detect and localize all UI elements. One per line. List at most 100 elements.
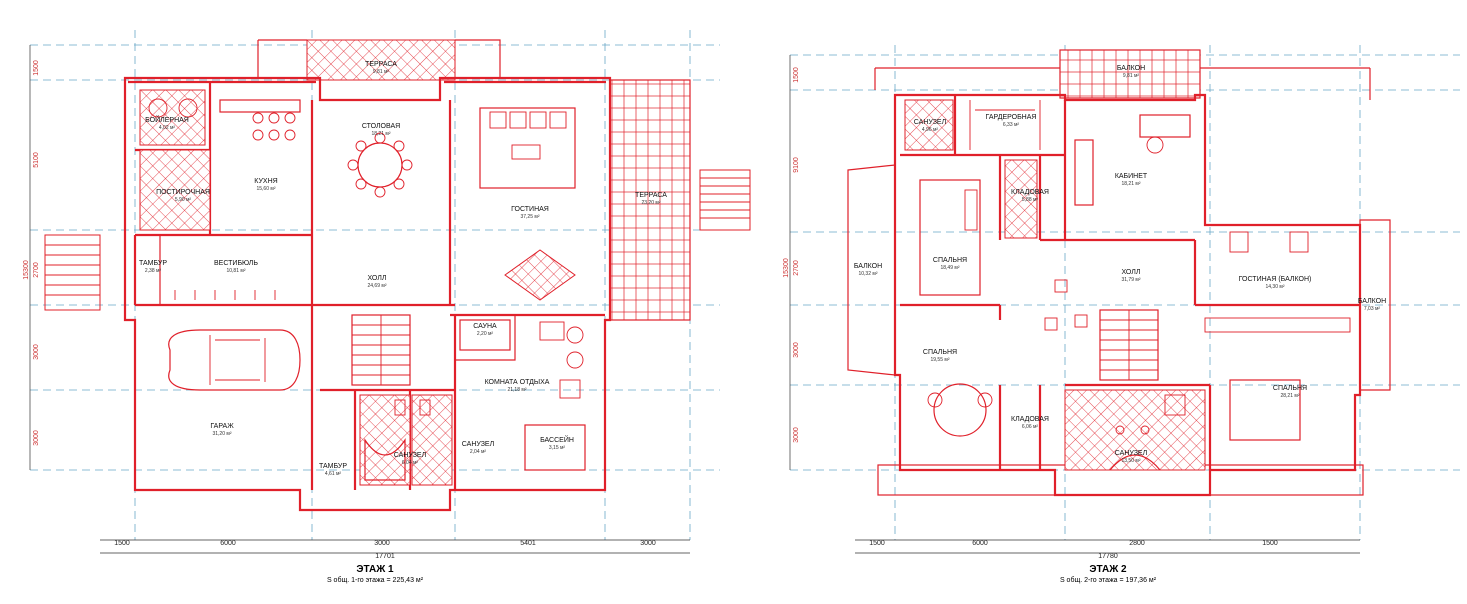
- f2-wardrobe-area: 6,33 м²: [1003, 122, 1020, 128]
- room-sauna-area: 2,20 м²: [477, 331, 494, 337]
- floor2-outer-wall: [893, 93, 1362, 497]
- f2-office-area: 18,21 м²: [1121, 181, 1140, 187]
- room-terrace-right-area: 23,20 м²: [641, 200, 660, 206]
- room-terrace-top-name: ТЕРРАСА: [365, 61, 397, 68]
- storage1-floor: [1004, 159, 1038, 239]
- room-living-area: 37,25 м²: [520, 214, 539, 220]
- terrace-top-floor: [306, 39, 456, 81]
- f1-vdim-5: 3000: [33, 430, 40, 446]
- laundry-floor: [139, 149, 211, 231]
- rug-living: [504, 249, 576, 301]
- room-bath1-area: 6,04 м²: [402, 460, 419, 466]
- room-tambour1-name: ТАМБУР: [139, 260, 167, 267]
- floor2-plan: БАЛКОН 9,81 м² САНУЗЕЛ 4,96 м² ГАРДЕРОБН…: [783, 45, 1460, 584]
- room-laundry-name: ПОСТИРОЧНАЯ: [156, 189, 210, 196]
- f2-bedroom1-name: СПАЛЬНЯ: [933, 257, 967, 264]
- f2-storage2-area: 6,06 м²: [1022, 424, 1039, 430]
- f2-bedroom1-area: 18,49 м²: [940, 265, 959, 271]
- floor1-plan: ТЕРРАСА 9,81 м² БОЙЛЕРНАЯ 4,02 м² КУХНЯ …: [23, 30, 751, 584]
- room-tambour2-area: 4,61 м²: [325, 471, 342, 477]
- car-icon: [168, 329, 301, 391]
- room-laundry-area: 5,90 м²: [175, 197, 192, 203]
- f2-bedroom3-name: СПАЛЬНЯ: [1273, 385, 1307, 392]
- room-vestibule-area: 10,81 м²: [226, 268, 245, 274]
- f2-vdim-5: 3000: [793, 427, 800, 443]
- f1-vdim-1: 1500: [33, 60, 40, 76]
- pool-outline: [524, 424, 586, 471]
- bath-top-floor: [904, 99, 954, 151]
- f2-balcony-left-area: 10,32 м²: [858, 271, 877, 277]
- room-rest-name: КОМНАТА ОТДЫХА: [485, 379, 550, 386]
- f2-dim-3: 2800: [1129, 540, 1145, 547]
- f1-dim-1: 1500: [114, 540, 130, 547]
- room-hall-area: 24,69 м²: [367, 283, 386, 289]
- room-pool-name: БАССЕЙН: [540, 435, 574, 444]
- floor1-subtitle: S общ. 1-го этажа = 225,43 м²: [327, 576, 424, 584]
- f1-dim-5: 3000: [640, 540, 656, 547]
- f2-vdim-1: 1500: [793, 67, 800, 83]
- room-bath2-area: 2,04 м²: [470, 449, 487, 455]
- room-vestibule-name: ВЕСТИБЮЛЬ: [214, 260, 258, 267]
- room-boiler-area: 4,02 м²: [159, 125, 176, 131]
- room-bath1-name: САНУЗЕЛ: [394, 452, 427, 459]
- f2-living-balcony-name: ГОСТИНАЯ (БАЛКОН): [1239, 276, 1312, 283]
- f2-dim-1: 1500: [869, 540, 885, 547]
- floor1-outer-wall: [123, 76, 612, 512]
- room-kitchen-area: 15,60 м²: [256, 186, 275, 192]
- room-tambour2-name: ТАМБУР: [319, 463, 347, 470]
- room-tambour1-area: 2,38 м²: [145, 268, 162, 274]
- room-pool-area: 3,15 м²: [549, 445, 566, 451]
- f2-storage2-name: КЛАДОВАЯ: [1011, 416, 1049, 423]
- room-sauna-name: САУНА: [473, 323, 497, 330]
- floor2-subtitle: S общ. 2-го этажа = 197,36 м²: [1060, 576, 1157, 584]
- bath-bottom-floor: [1064, 389, 1206, 471]
- room-bath2-name: САНУЗЕЛ: [462, 441, 495, 448]
- f2-vdim-4: 3000: [793, 342, 800, 358]
- room-boiler-name: БОЙЛЕРНАЯ: [145, 115, 189, 124]
- f2-bedroom3-area: 28,21 м²: [1280, 393, 1299, 399]
- boiler-floor: [139, 89, 206, 146]
- f2-hall-area: 31,79 м²: [1121, 277, 1140, 283]
- f1-dim-4: 5401: [520, 540, 536, 547]
- f2-balcony-right-area: 7,03 м²: [1364, 306, 1381, 312]
- floor1-title: ЭТАЖ 1: [356, 564, 394, 575]
- f2-bath-bottom-area: 13,50 м²: [1121, 458, 1140, 464]
- balcony-top-floor: [1059, 49, 1201, 99]
- f2-balcony-right-name: БАЛКОН: [1358, 298, 1386, 305]
- room-garage-name: ГАРАЖ: [210, 423, 234, 430]
- f2-bath-top-area: 4,96 м²: [922, 127, 939, 133]
- f1-total-width: 17701: [375, 553, 395, 560]
- terrace-right-floor: [609, 79, 691, 321]
- f2-storage1-name: КЛАДОВАЯ: [1011, 189, 1049, 196]
- f2-balcony-top-name: БАЛКОН: [1117, 65, 1145, 72]
- floor2-title: ЭТАЖ 2: [1089, 564, 1127, 575]
- f2-hall-name: ХОЛЛ: [1122, 269, 1141, 276]
- f2-dim-4: 1500: [1262, 540, 1278, 547]
- room-garage-area: 31,20 м²: [212, 431, 231, 437]
- f2-bedroom2-name: СПАЛЬНЯ: [923, 349, 957, 356]
- f1-dim-2: 6000: [220, 540, 236, 547]
- f2-wardrobe-name: ГАРДЕРОБНАЯ: [986, 114, 1037, 121]
- bath1-floor: [359, 394, 411, 486]
- f1-dim-3: 3000: [374, 540, 390, 547]
- f2-bath-top-name: САНУЗЕЛ: [914, 119, 947, 126]
- f2-bath-bottom-name: САНУЗЕЛ: [1115, 450, 1148, 457]
- f2-vdim-3: 2700: [793, 260, 800, 276]
- room-dining-name: СТОЛОВАЯ: [362, 123, 400, 130]
- f1-vdim-2: 5100: [33, 152, 40, 168]
- room-rest-area: 21,18 м²: [507, 387, 526, 393]
- f2-office-name: КАБИНЕТ: [1115, 173, 1148, 180]
- bed-3-icon: [1229, 379, 1301, 441]
- f2-living-balcony-area: 14,30 м²: [1265, 284, 1284, 290]
- bath2-floor: [411, 394, 453, 486]
- f2-total-width: 17780: [1098, 553, 1118, 560]
- room-terrace-right-name: ТЕРРАСА: [635, 192, 667, 199]
- f1-vdim-3: 2700: [33, 262, 40, 278]
- f2-vdim-total: 15300: [783, 258, 790, 278]
- f2-dim-2: 6000: [972, 540, 988, 547]
- f2-vdim-2: 9100: [793, 157, 800, 173]
- f2-bedroom2-area: 19,55 м²: [930, 357, 949, 363]
- room-living-name: ГОСТИНАЯ: [511, 206, 549, 213]
